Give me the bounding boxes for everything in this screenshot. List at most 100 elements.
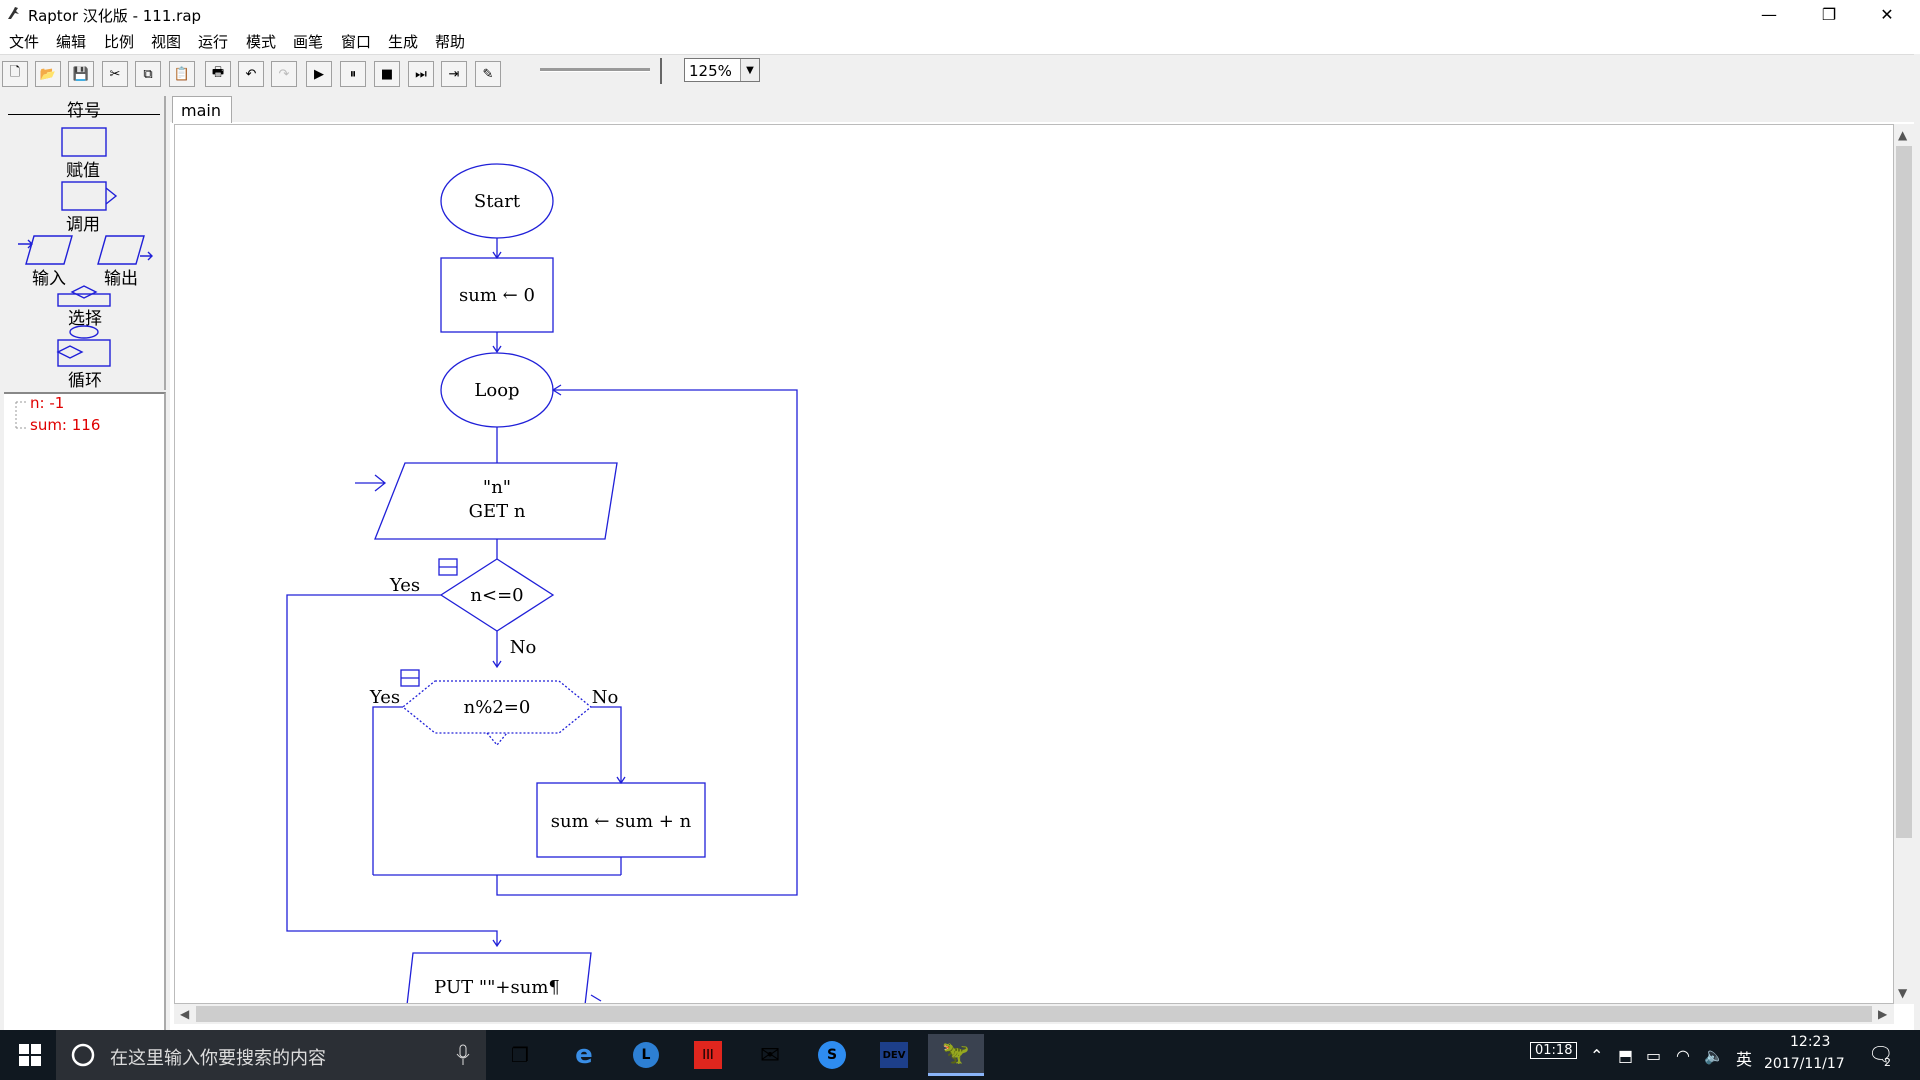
notification-count: 2 <box>1884 1056 1891 1069</box>
stop-button[interactable]: ■ <box>374 61 400 87</box>
raptor-app[interactable]: 🦖 <box>928 1034 984 1076</box>
battery-icon[interactable]: ▭ <box>1646 1046 1662 1065</box>
paste-icon: 📋 <box>173 66 191 82</box>
no-branch-2-arrow <box>591 706 626 785</box>
step-button[interactable]: ⏭ <box>408 61 434 87</box>
call-symbol-label: 调用 <box>66 215 100 235</box>
battery-time-badge[interactable]: 01:18 <box>1530 1042 1578 1059</box>
restore-button[interactable]: ❐ <box>1800 0 1858 28</box>
run-to-button[interactable]: ⇥ <box>441 61 467 87</box>
cond1-no-label: No <box>510 637 537 658</box>
menu-edit[interactable]: 编辑 <box>56 33 87 51</box>
pen-button[interactable]: ✎ <box>475 61 501 87</box>
edge-app[interactable]: e <box>560 1034 608 1076</box>
network-icon[interactable]: ⬒ <box>1618 1046 1634 1065</box>
scroll-down-icon[interactable]: ▼ <box>1898 986 1908 1000</box>
menu-scale[interactable]: 比例 <box>104 33 135 51</box>
loop-symbol-icon[interactable] <box>56 325 111 367</box>
tab-main[interactable]: main <box>172 96 232 123</box>
minimize-button[interactable]: — <box>1740 0 1798 28</box>
raptor-icon: 🦖 <box>942 1041 970 1066</box>
output-symbol-icon[interactable] <box>97 235 153 265</box>
decision-hexagon-2[interactable] <box>401 680 593 734</box>
close-button[interactable]: ✕ <box>1858 0 1916 28</box>
call-symbol-icon[interactable] <box>61 181 118 211</box>
selection-symbol-icon[interactable] <box>57 285 111 307</box>
vertical-scroll-thumb[interactable] <box>1896 146 1912 838</box>
menu-generate[interactable]: 生成 <box>388 33 419 51</box>
cut-button[interactable]: ✂ <box>102 61 128 87</box>
input-symbol-label: 输入 <box>32 269 66 289</box>
ime-indicator[interactable]: 英 <box>1736 1050 1753 1069</box>
menu-view[interactable]: 视图 <box>151 33 182 51</box>
input-parallelogram[interactable] <box>374 462 618 540</box>
close-icon: ✕ <box>1880 4 1894 24</box>
start-button[interactable] <box>6 1034 54 1076</box>
redo-button[interactable]: ↷ <box>271 61 297 87</box>
devcpp-icon: DEV <box>880 1042 908 1068</box>
init-label: sum ← 0 <box>459 285 535 306</box>
scroll-left-icon[interactable]: ◀ <box>180 1007 190 1021</box>
title-bar: Raptor 汉化版 - 111.rap — ❐ ✕ <box>0 0 1920 28</box>
chevron-down-icon[interactable]: ▼ <box>740 59 759 81</box>
copy-button[interactable]: ⧉ <box>135 61 161 87</box>
variable-tree-lines <box>15 401 26 429</box>
flowchart: Start sum ← 0 Loop "n" GET n n<=0 Yes No… <box>286 163 798 1004</box>
start-label: Start <box>474 191 521 212</box>
raptor-app-icon <box>8 7 19 19</box>
menu-help[interactable]: 帮助 <box>435 33 466 51</box>
undo-button[interactable]: ↶ <box>238 61 264 87</box>
redo-icon: ↷ <box>278 66 290 82</box>
menu-run[interactable]: 运行 <box>198 33 229 51</box>
output-parallelogram[interactable] <box>406 952 592 1004</box>
flowchart-canvas[interactable]: Start sum ← 0 Loop "n" GET n n<=0 Yes No… <box>174 124 1894 1004</box>
pause-button[interactable]: ⏸ <box>340 61 366 87</box>
zoom-select[interactable]: 125% ▼ <box>684 58 760 82</box>
devcpp-app[interactable]: DEV <box>870 1034 918 1076</box>
minimize-icon: — <box>1761 4 1777 24</box>
paste-button[interactable]: 📋 <box>169 61 195 87</box>
microphone-icon[interactable] <box>456 1044 470 1066</box>
run-button[interactable]: ▶ <box>306 61 332 87</box>
window-title: Raptor 汉化版 - 111.rap <box>28 7 202 25</box>
output-label: PUT ""+sum¶ <box>434 977 560 998</box>
print-button[interactable]: 🖶 <box>205 61 231 87</box>
open-button[interactable]: 📂 <box>35 61 61 87</box>
menu-mode[interactable]: 模式 <box>246 33 277 51</box>
save-button[interactable]: 💾 <box>68 61 94 87</box>
sogou-icon: S <box>818 1041 846 1069</box>
sogou-app[interactable]: S <box>808 1034 856 1076</box>
speed-slider-thumb[interactable] <box>654 58 662 84</box>
volume-icon[interactable]: 🔈 <box>1704 1046 1724 1065</box>
menu-file[interactable]: 文件 <box>9 33 40 51</box>
restore-icon: ❐ <box>1821 4 1837 24</box>
clock-time[interactable]: 12:23 <box>1790 1034 1831 1050</box>
new-button[interactable]: 🗋 <box>2 61 28 87</box>
loop-back-line <box>496 384 798 896</box>
clock-date[interactable]: 2017/11/17 <box>1764 1056 1845 1072</box>
scroll-up-icon[interactable]: ▲ <box>1898 128 1908 142</box>
red-app[interactable]: III <box>684 1034 732 1076</box>
l-app[interactable]: L <box>622 1034 670 1076</box>
printer-icon: 🖶 <box>211 65 225 80</box>
input-symbol-icon[interactable] <box>18 235 73 265</box>
yes-branch-line <box>286 594 502 948</box>
selection-symbol-label: 选择 <box>68 309 102 329</box>
undo-icon: ↶ <box>245 66 257 82</box>
mail-app[interactable]: ✉ <box>746 1034 794 1076</box>
taskbar-search[interactable]: 在这里输入你要搜索的内容 <box>56 1030 486 1080</box>
menu-window[interactable]: 窗口 <box>341 33 372 51</box>
red-app-icon: III <box>694 1041 722 1069</box>
menu-pen[interactable]: 画笔 <box>293 33 324 51</box>
task-view-button[interactable]: ❐ <box>496 1034 544 1076</box>
notification-icon[interactable]: 🗨 <box>1868 1042 1894 1066</box>
speed-slider-track[interactable] <box>540 68 650 72</box>
window-edge <box>1914 54 1920 1030</box>
cond2-no-label: No <box>592 687 619 708</box>
assign-symbol-icon[interactable] <box>61 127 107 157</box>
chevron-up-icon[interactable]: ⌃ <box>1590 1046 1604 1065</box>
loop-label: Loop <box>474 380 519 401</box>
horizontal-scroll-thumb[interactable] <box>196 1006 1872 1022</box>
wifi-icon[interactable]: ◠ <box>1676 1046 1690 1065</box>
scroll-right-icon[interactable]: ▶ <box>1878 1007 1888 1021</box>
